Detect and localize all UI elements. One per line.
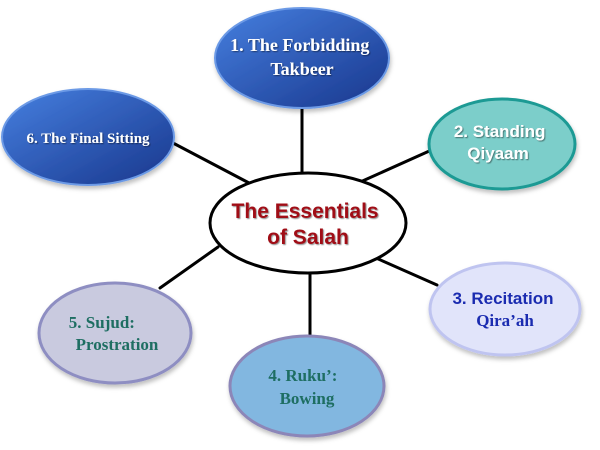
node-label-line: 6. The Final Sitting <box>26 131 150 147</box>
node-label-line: 2. Standing <box>454 122 546 141</box>
node-label-line: Takbeer <box>270 59 333 79</box>
connectors <box>158 105 439 339</box>
node-label: 5. Sujud: Prostration <box>69 313 159 354</box>
node-label: 1. The Forbidding Takbeer <box>230 35 374 79</box>
node-label-line: 1. The Forbidding <box>230 35 369 55</box>
node-recitation-qiraah[interactable]: 3. Recitation Qira’ah <box>428 261 582 357</box>
node-shape <box>228 334 386 438</box>
node-label-line: Prostration <box>76 335 159 354</box>
node-shape <box>214 7 390 109</box>
node-standing-qiyaam[interactable]: 2. Standing Qiyaam <box>427 97 577 191</box>
node-label-line: Bowing <box>280 389 335 408</box>
node-shape <box>1 88 175 186</box>
connector-6 <box>171 141 253 186</box>
node-ruku-bowing[interactable]: 4. Ruku’: Bowing <box>228 334 386 438</box>
center-title-line: of Salah <box>267 226 349 249</box>
node-label-line: 3. Recitation <box>452 289 553 308</box>
node-label-line: Qira’ah <box>476 311 534 330</box>
center-title: The Essentials of Salah <box>232 200 385 249</box>
node-forbidding-takbeer[interactable]: 1. The Forbidding Takbeer <box>214 7 390 109</box>
node-label: 4. Ruku’: Bowing <box>268 366 341 408</box>
connector-3 <box>374 256 439 287</box>
center-node[interactable]: The Essentials of Salah <box>208 171 408 275</box>
center-title-line: The Essentials <box>232 200 379 223</box>
node-label: 3. Recitation Qira’ah <box>452 289 557 330</box>
node-label-line: 5. Sujud: <box>69 313 135 332</box>
node-label-line: 4. Ruku’: <box>268 366 337 385</box>
connector-5 <box>158 245 220 290</box>
node-sujud-prostration[interactable]: 5. Sujud: Prostration <box>37 281 193 385</box>
node-label: 2. Standing Qiyaam <box>454 122 550 163</box>
node-label-line: Qiyaam <box>467 144 528 163</box>
node-shape <box>37 281 193 385</box>
node-final-sitting[interactable]: 6. The Final Sitting <box>1 88 175 186</box>
center-shape <box>208 171 408 275</box>
node-shape <box>427 97 577 191</box>
node-label: 6. The Final Sitting <box>26 131 150 147</box>
node-shape <box>428 261 582 357</box>
connector-2 <box>356 146 438 185</box>
